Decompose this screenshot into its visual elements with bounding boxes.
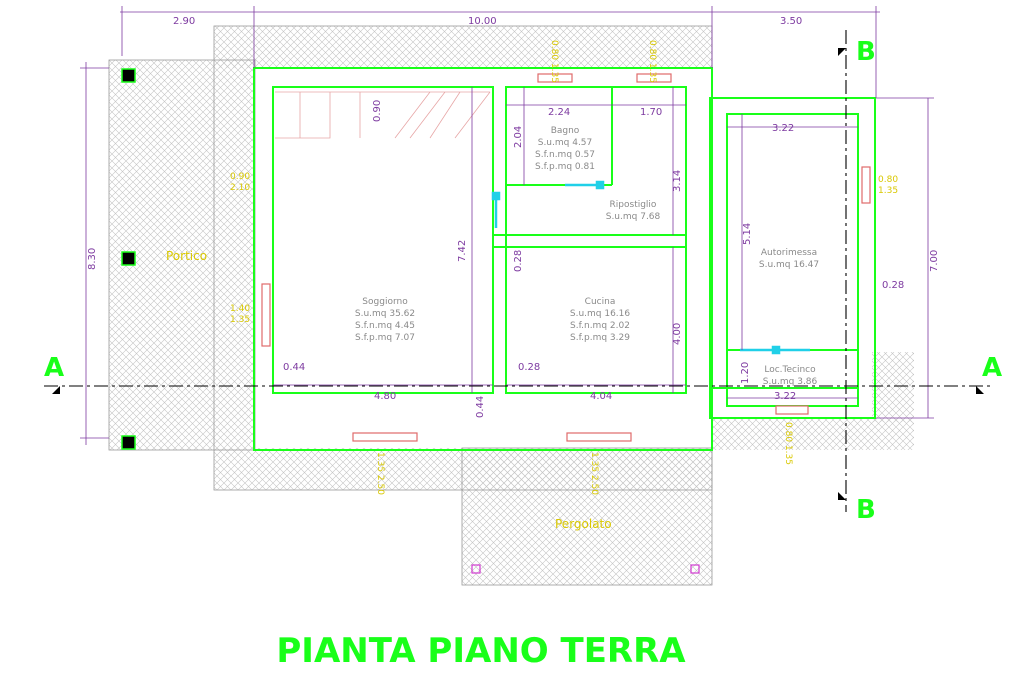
dim-wall-sogg-bottom: 0.44: [475, 396, 486, 418]
dim-cucina-width: 4.04: [590, 391, 612, 402]
room-area: S.u.mq 16.47: [759, 260, 819, 270]
room-area: S.u.mq 16.16: [570, 309, 631, 319]
dim-soggiorno-height: 7.42: [457, 240, 468, 262]
perimeter-top: [214, 26, 712, 68]
portico-pillars: [121, 68, 700, 574]
section-label-a-left: A: [44, 353, 64, 383]
dimension-lines: [80, 6, 934, 445]
dim-garage-depth: 5.14: [742, 223, 753, 245]
dim-soggiorno-width: 4.80: [374, 391, 396, 402]
opening-top-1: 0.80 1.35: [549, 40, 559, 83]
room-ripostiglio: Ripostiglio S.u.mq 7.68: [606, 200, 661, 222]
perimeter-right-2: [872, 352, 914, 422]
dim-wall-left: 0.44: [283, 362, 305, 373]
hatched-areas: [108, 25, 914, 586]
portico-label: Portico: [166, 249, 207, 263]
dim-wall-kitchen: 0.28: [518, 362, 540, 373]
room-area: S.u.mq 4.57: [538, 138, 593, 148]
room-bagno: Bagno S.u.mq 4.57 S.f.n.mq 0.57 S.f.p.mq…: [535, 126, 595, 172]
room-cucina: Cucina S.u.mq 16.16 S.f.n.mq 2.02 S.f.p.…: [570, 297, 631, 343]
dimension-labels: 2.90 10.00 3.50 8.30 7.00 0.90 2.24 1.70…: [87, 16, 940, 418]
room-name: Bagno: [551, 126, 580, 136]
room-name: Autorimessa: [761, 248, 817, 258]
dim-top-right: 3.50: [780, 16, 802, 27]
opening-top-2: 0.80 1.35: [647, 40, 657, 83]
opening-labels: 0.90 2.10 1.40 1.35 0.80 1.35 0.80 1.35 …: [230, 40, 898, 495]
section-label-a-right: A: [982, 353, 1002, 383]
room-area: S.f.p.mq 7.07: [355, 333, 415, 343]
opening-left-upper-b: 2.10: [230, 183, 250, 193]
dim-top-left: 2.90: [173, 16, 195, 27]
room-name: Loc.Tecinco: [764, 365, 816, 375]
room-autorimessa: Autorimessa S.u.mq 16.47: [759, 248, 819, 270]
room-area: S.u.mq 7.68: [606, 212, 661, 222]
pergola-area: [462, 448, 712, 585]
dim-wall-mid: 0.28: [513, 250, 524, 272]
dim-total-height: 8.30: [87, 248, 98, 270]
opening-right-b: 1.35: [878, 186, 898, 196]
room-name: Soggiorno: [362, 297, 408, 307]
dim-garage-width: 3.22: [772, 123, 794, 134]
dim-tec-height: 1.20: [740, 362, 751, 384]
opening-left-lower-a: 1.40: [230, 304, 250, 314]
stairs: [275, 91, 491, 139]
room-area: S.f.p.mq 3.29: [570, 333, 630, 343]
dim-rip-width: 1.70: [640, 107, 662, 118]
section-label-b-bottom: B: [856, 495, 876, 525]
room-name: Cucina: [585, 297, 616, 307]
dim-rip-height: 3.14: [672, 170, 683, 192]
dim-top-mid: 10.00: [468, 16, 497, 27]
pergola-label: Pergolato: [555, 517, 612, 531]
perimeter-right: [712, 418, 914, 450]
room-area: S.f.n.mq 2.02: [570, 321, 630, 331]
page-title: PIANTA PIANO TERRA: [276, 631, 686, 671]
room-soggiorno: Soggiorno S.u.mq 35.62 S.f.n.mq 4.45 S.f…: [355, 297, 415, 343]
dim-tec-width: 3.22: [774, 391, 796, 402]
room-area: S.f.p.mq 0.81: [535, 162, 595, 172]
room-area: S.u.mq 35.62: [355, 309, 415, 319]
doors: [491, 180, 810, 355]
opening-bottom-1: 1.35 2.50: [375, 452, 385, 495]
room-area: S.u.mq 3.86: [763, 377, 818, 387]
section-label-b-top: B: [856, 37, 876, 67]
opening-left-lower-b: 1.35: [230, 315, 250, 325]
opening-bottom-3: 0.80 1.35: [783, 422, 793, 465]
dim-bagno-width: 2.24: [548, 107, 570, 118]
section-axes: [44, 30, 992, 512]
dim-wall-right: 0.28: [882, 280, 904, 291]
room-name: Ripostiglio: [610, 200, 657, 210]
dim-cucina-height: 4.00: [672, 323, 683, 345]
dim-bagno-height: 2.04: [513, 126, 524, 148]
room-loc-tecnico: Loc.Tecinco S.u.mq 3.86: [763, 365, 818, 387]
room-area: S.f.n.mq 4.45: [355, 321, 415, 331]
opening-left-upper-a: 0.90: [230, 172, 250, 182]
dim-stair: 0.90: [372, 100, 383, 122]
opening-bottom-2: 1.35 2.50: [589, 452, 599, 495]
opening-right-a: 0.80: [878, 175, 898, 185]
dim-garage-height: 7.00: [929, 250, 940, 272]
openings: [261, 73, 871, 442]
room-area: S.f.n.mq 0.57: [535, 150, 595, 160]
